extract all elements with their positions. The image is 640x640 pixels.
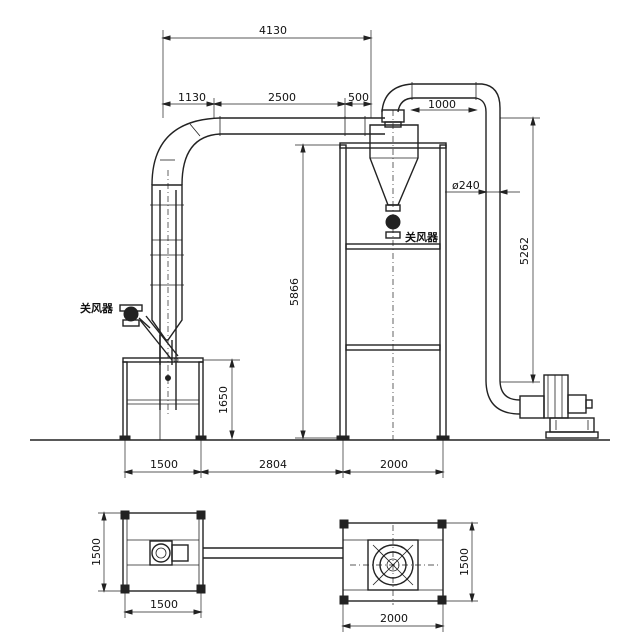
dim-elev-2000-label: 2000: [380, 458, 408, 471]
dim-5866-label: 5866: [288, 278, 301, 306]
dim-1130-label: 1130: [178, 91, 206, 104]
left-rotary-valve: [119, 304, 151, 329]
dim-plan-left-depth: [98, 511, 123, 593]
right-tower-frame: [336, 110, 450, 441]
top-horizontal-duct: [219, 116, 385, 136]
dim-top-4130: [161, 30, 373, 118]
left-cyclone-assembly: [139, 170, 184, 415]
plan-right-frame: [339, 519, 447, 605]
dim-plan-right-depth: [443, 521, 478, 603]
dim-1650-label: 1650: [217, 386, 230, 414]
left-elbow: [151, 117, 221, 186]
rotary-valve-label-left: 关风器: [80, 301, 114, 315]
dim-row-1130-2500-500: [161, 98, 373, 118]
dim-1650: [203, 358, 240, 440]
dim-1000-label: 1000: [428, 98, 456, 111]
dim-diameter: [445, 189, 520, 195]
right-rotary-valve: [385, 204, 401, 239]
dim-2500-label: 2500: [268, 91, 296, 104]
plan-left-frame: [120, 510, 206, 594]
diameter-label: ø240: [452, 179, 480, 192]
plan-view: 1500 1500 1500 2000: [90, 510, 478, 632]
dim-5866: [295, 143, 340, 440]
elevation-view: 关风器: [30, 24, 610, 478]
dim-plan-right-depth-label: 1500: [458, 548, 471, 576]
dim-plan-left-depth-label: 1500: [90, 538, 103, 566]
dim-plan-left-width-label: 1500: [150, 598, 178, 611]
dim-5262-label: 5262: [518, 237, 531, 265]
dim-4130-label: 4130: [259, 24, 287, 37]
dim-plan-left-width: [123, 591, 203, 618]
dim-plan-right-width-label: 2000: [380, 612, 408, 625]
dim-elev-1500-label: 1500: [150, 458, 178, 471]
return-pipe: [381, 82, 521, 415]
left-support-frame: [119, 357, 207, 441]
dim-5262: [500, 116, 540, 384]
fan-unit: [519, 374, 599, 439]
right-cyclone: [369, 109, 419, 206]
dim-500-label: 500: [348, 91, 369, 104]
dim-bottom-elevation: [123, 440, 445, 478]
dim-1000: [410, 107, 478, 113]
dim-elev-2804-label: 2804: [259, 458, 287, 471]
dim-plan-right-width: [341, 601, 445, 632]
rotary-valve-label-right: 关风器: [405, 230, 439, 244]
